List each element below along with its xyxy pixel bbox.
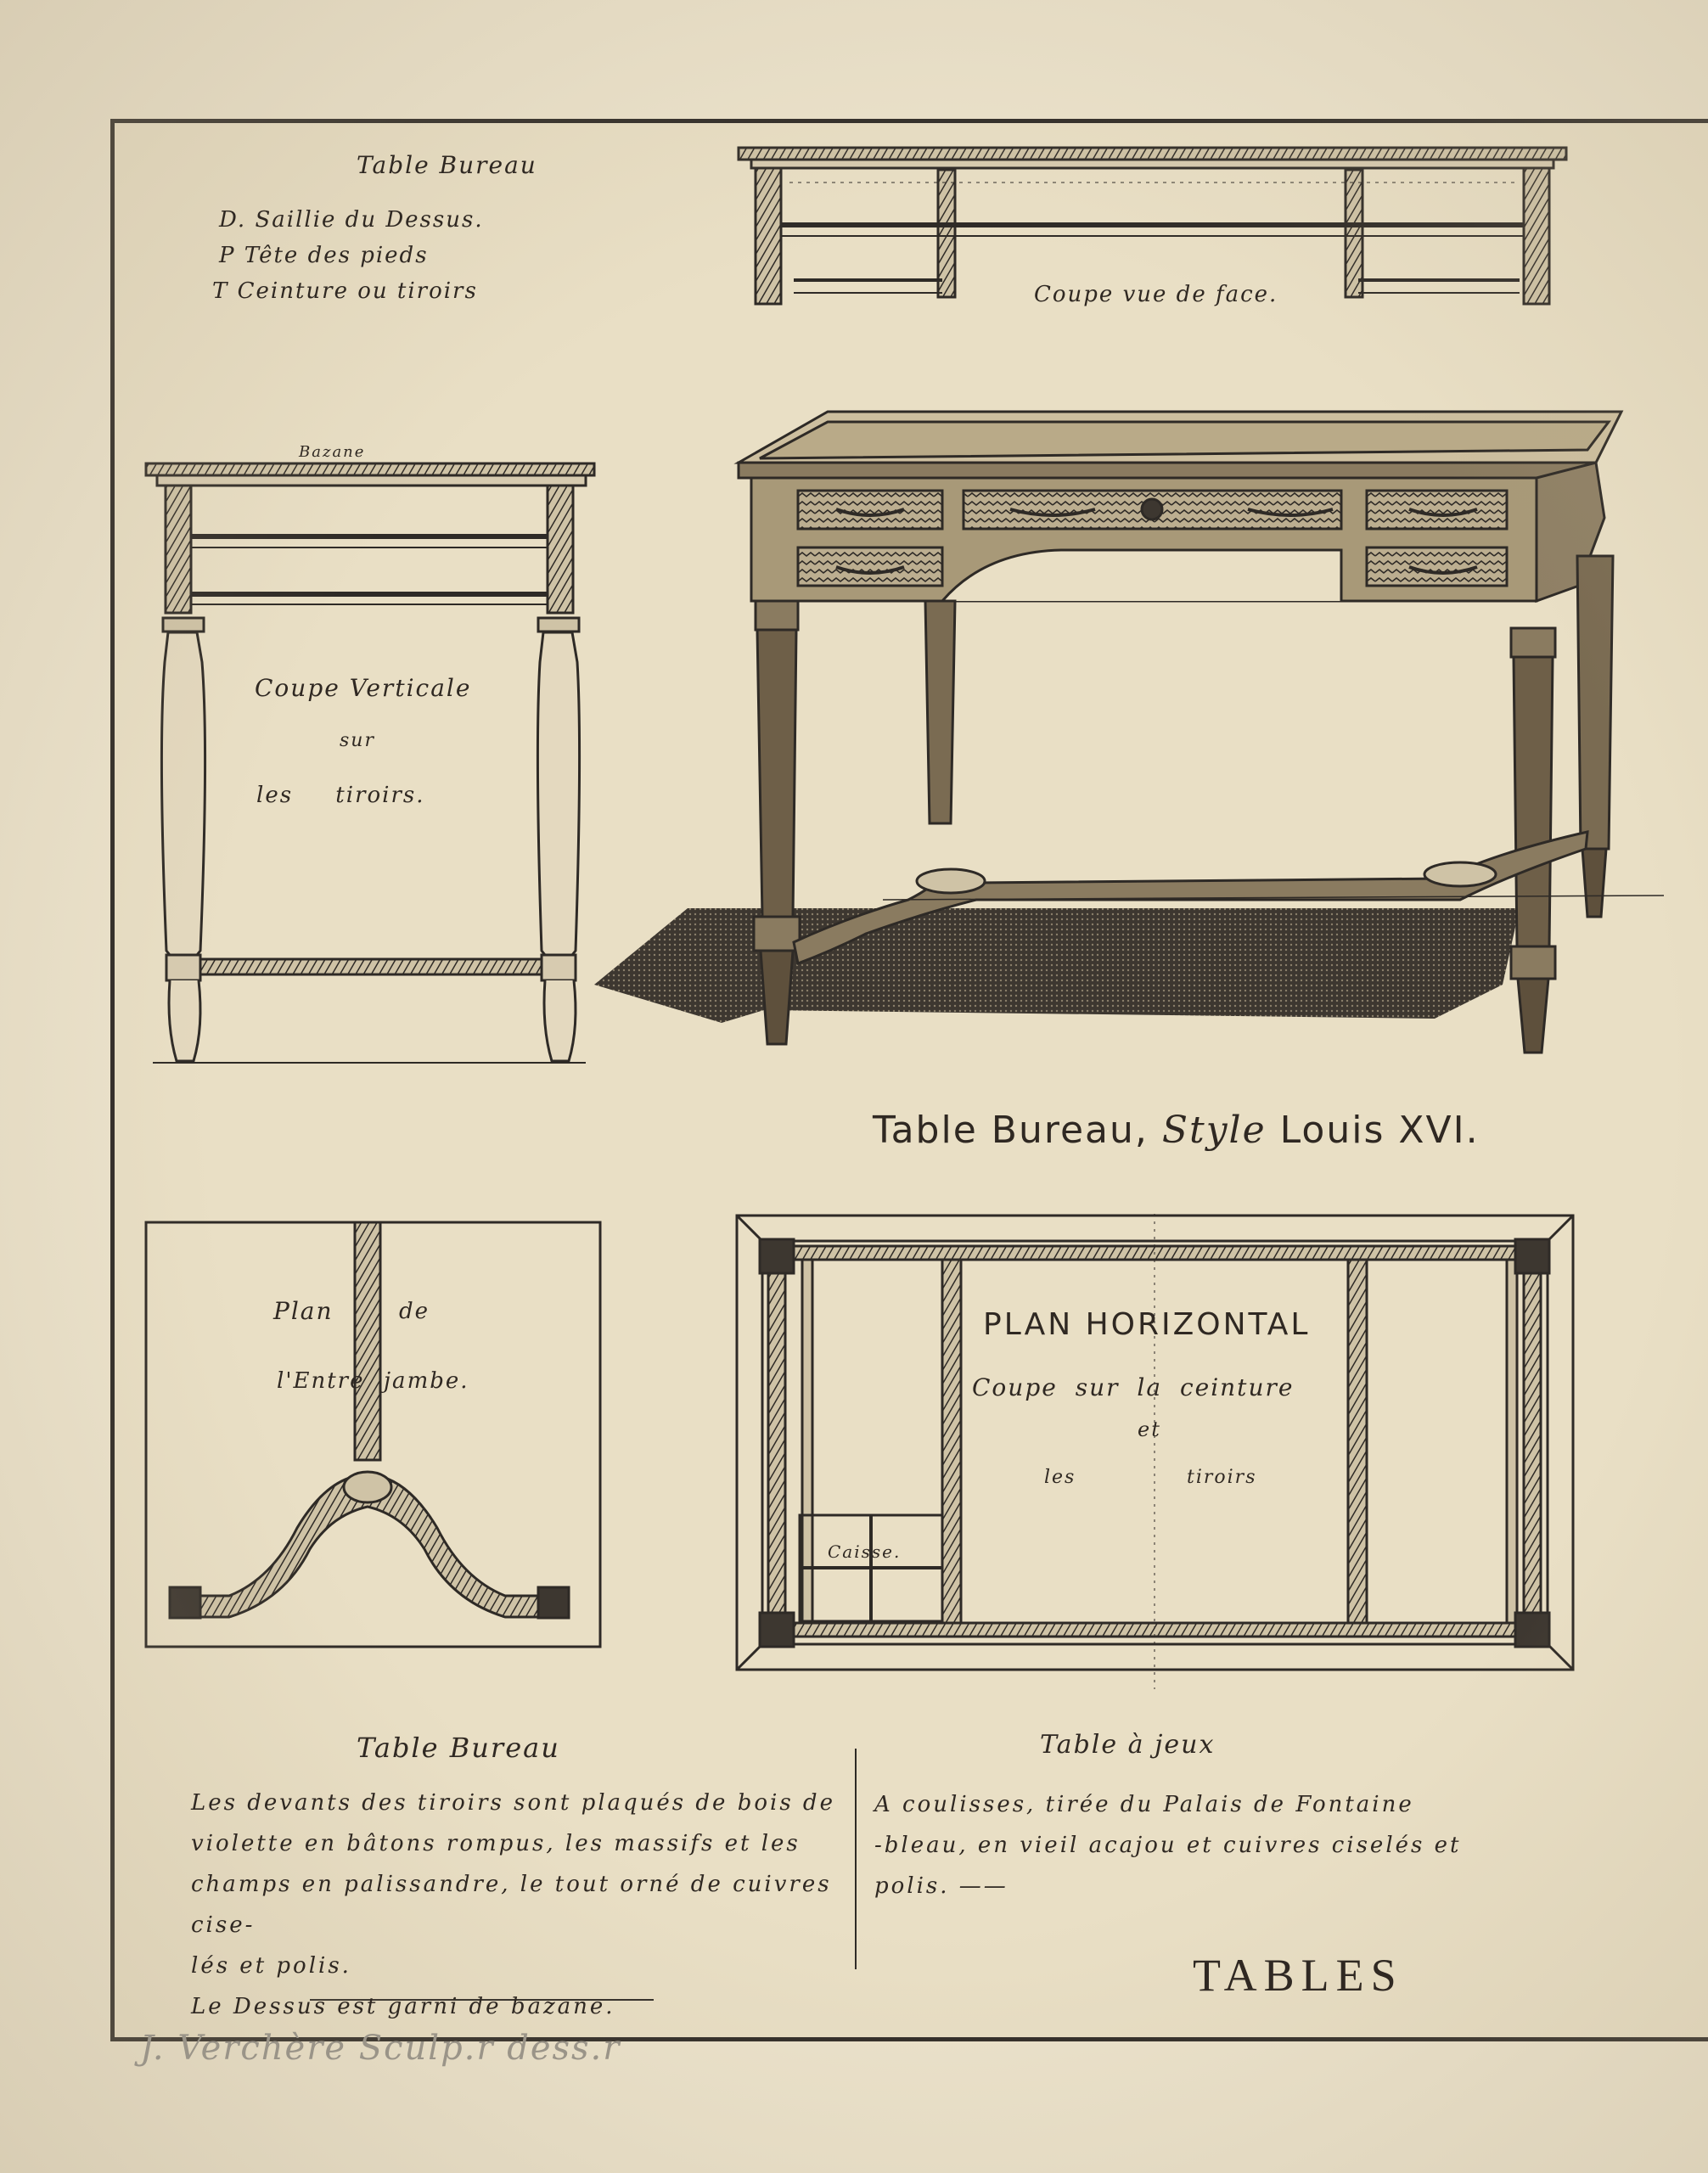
vertical-section-line2: sur (340, 730, 375, 751)
main-caption-part1: Table Bureau, (873, 1109, 1149, 1152)
engraver-signature: J. Verchère Sculp.r dess.r (140, 2029, 621, 2068)
legend-line-p: P Tête des pieds (219, 243, 429, 268)
desc-left-line: violette en bâtons rompus, les massifs e… (191, 1831, 801, 1856)
text-separators (310, 1749, 857, 2001)
desc-left-line: champs en palissandre, le tout orné de c… (191, 1872, 832, 1938)
main-caption-part3: Louis XVI. (1279, 1109, 1480, 1152)
plate-title: TABLES (1193, 1950, 1403, 2001)
desc-left-line: lés et polis. (191, 1953, 351, 1979)
desc-left-body: Les devants des tiroirs sont plaqués de … (191, 1783, 853, 2027)
vertical-section-drawing (144, 462, 596, 1064)
desc-right-heading: Table à jeux (1040, 1730, 1216, 1760)
horizontal-plan-drawing (735, 1214, 1575, 1689)
desc-right-line: polis. —— (874, 1873, 1009, 1899)
horizontal-plan-line3a: les (1044, 1467, 1076, 1488)
horizontal-plan-title: PLAN HORIZONTAL (983, 1307, 1311, 1342)
vertical-section-line3: les tiroirs. (256, 783, 425, 808)
entrejambe-line2a: l'Entre (277, 1368, 365, 1394)
desc-left-heading: Table Bureau (357, 1732, 560, 1764)
horizontal-plan-line2: et (1138, 1418, 1161, 1441)
entrejambe-plan-drawing (144, 1221, 602, 1648)
desk-perspective-drawing (594, 410, 1665, 1054)
front-section-caption: Coupe vue de face. (1034, 282, 1278, 307)
legend-line-t: T Ceinture ou tiroirs (212, 278, 478, 304)
entrejambe-line1a: Plan (273, 1297, 334, 1325)
horizontal-plan-line1: Coupe sur la ceinture (972, 1373, 1295, 1401)
main-caption-part2: Style (1161, 1109, 1267, 1152)
legend-line-d: D. Saillie du Dessus. (219, 207, 484, 233)
desc-left-line: Le Dessus est garni de bazane. (191, 1994, 615, 2019)
desc-right-line: A coulisses, tirée du Palais de Fontaine (874, 1792, 1414, 1817)
main-caption: Table Bureau, Style Louis XVI. (873, 1109, 1480, 1152)
bazane-label: Bazane (299, 443, 366, 461)
front-section-drawing (737, 146, 1568, 306)
entrejambe-line2b: jambe. (384, 1368, 469, 1394)
legend-title: Table Bureau (357, 151, 537, 179)
horizontal-plan-line3b: tiroirs (1187, 1467, 1257, 1488)
desc-right-body: A coulisses, tirée du Palais de Fontaine… (874, 1784, 1553, 1906)
entrejambe-line1b: de (399, 1299, 430, 1324)
desc-left-line: Les devants des tiroirs sont plaqués de … (191, 1790, 835, 1816)
desc-right-line: -bleau, en vieil acajou et cuivres cisel… (874, 1833, 1462, 1858)
caisse-label: Caisse. (828, 1541, 902, 1562)
vertical-section-line1: Coupe Verticale (255, 674, 472, 702)
